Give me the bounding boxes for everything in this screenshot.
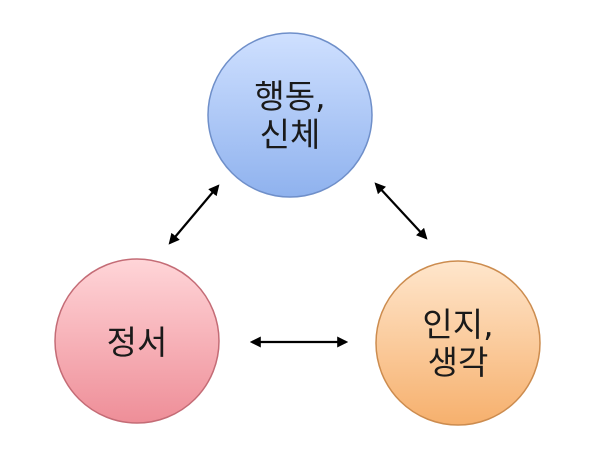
- arrow-behavior-emotion: [168, 184, 220, 245]
- node-behavior: 행동, 신체: [207, 32, 373, 198]
- node-behavior-label-line2: 신체: [260, 115, 321, 154]
- node-behavior-label-line1: 행동,: [254, 77, 325, 116]
- node-cognition-label-line1: 인지,: [422, 305, 493, 344]
- node-behavior-circle: [207, 32, 373, 198]
- node-emotion-label: 정서: [107, 323, 168, 362]
- node-emotion: 정서: [54, 258, 220, 424]
- node-cognition-circle: [375, 260, 541, 426]
- node-emotion-circle: [54, 258, 220, 424]
- arrow-behavior-cognition: [374, 182, 428, 240]
- node-cognition-label-line2: 생각: [428, 343, 489, 382]
- node-cognition: 인지, 생각: [375, 260, 541, 426]
